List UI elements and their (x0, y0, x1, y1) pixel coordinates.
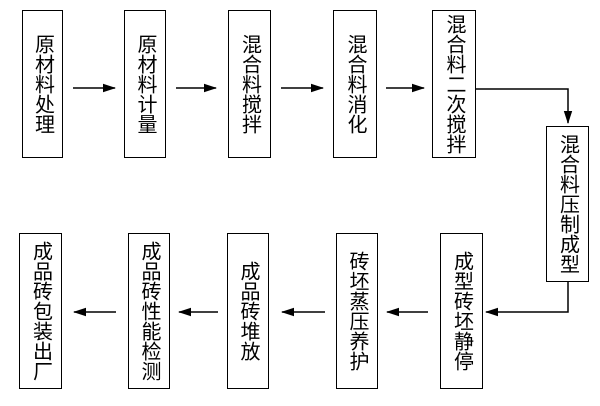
node-formed-brick-resting: 成型砖坯静停 (440, 233, 483, 389)
node-brick-autoclave-curing: 砖坯蒸压养护 (336, 233, 378, 389)
arrow-secondary-stirring-to-press-forming (476, 88, 573, 124)
node-finished-brick-stacking: 成品砖堆放 (227, 233, 269, 389)
node-mixture-press-forming: 混合料压制成型 (546, 126, 589, 282)
node-finished-brick-testing: 成品砖性能检测 (128, 233, 170, 389)
node-raw-material-processing: 原材料处理 (22, 10, 63, 158)
node-mixture-digestion: 混合料消化 (333, 10, 377, 158)
node-mixture-stirring: 混合料搅拌 (228, 10, 271, 158)
node-raw-material-metering: 原材料计量 (124, 10, 166, 158)
node-finished-brick-packing-shipping: 成品砖包装出厂 (19, 233, 62, 389)
arrow-press-forming-to-resting (485, 282, 569, 317)
node-mixture-secondary-stirring: 混合料二次搅拌 (432, 10, 476, 158)
